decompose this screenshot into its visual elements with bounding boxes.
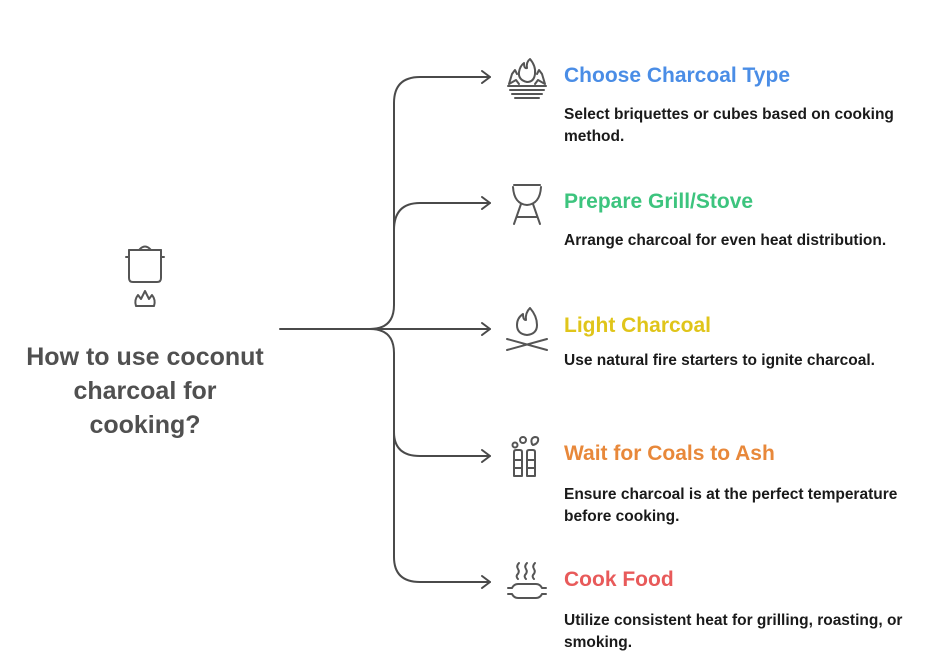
step-description: Select briquettes or cubes based on cook…: [564, 106, 894, 145]
step-description: Arrange charcoal for even heat distribut…: [564, 232, 887, 249]
step-description: Utilize consistent heat for grilling, ro…: [564, 612, 903, 651]
step-title: Choose Charcoal Type: [564, 64, 790, 87]
grill-icon: [512, 184, 542, 225]
smokestacks-icon: [511, 436, 540, 477]
root-title: How to use coconut charcoal for cooking?: [26, 343, 264, 439]
branch-line-2: [393, 202, 491, 231]
arrowhead-4: [481, 449, 491, 463]
campfire-icon: [506, 307, 548, 351]
step-title: Light Charcoal: [564, 314, 712, 337]
branch-line-5: [393, 431, 491, 583]
step-title: Prepare Grill/Stove: [564, 190, 754, 213]
step-title: Wait for Coals to Ash: [564, 442, 775, 465]
arrowhead-2: [481, 196, 491, 210]
charcoal-fire-icon: [507, 58, 547, 99]
step-title: Cook Food: [564, 568, 674, 591]
arrowhead-1: [481, 70, 491, 84]
pot-on-flame-icon: [125, 245, 165, 307]
root-node: How to use coconut charcoal for cooking?: [20, 240, 270, 442]
step-description: Use natural fire starters to ignite char…: [564, 352, 875, 369]
steaming-dish-icon: [507, 562, 547, 599]
arrowhead-5: [481, 575, 491, 589]
branch-line-1: [369, 76, 491, 330]
branch-line-4: [369, 328, 491, 457]
arrowhead-3: [481, 322, 491, 336]
step-description: Ensure charcoal is at the perfect temper…: [564, 486, 898, 525]
